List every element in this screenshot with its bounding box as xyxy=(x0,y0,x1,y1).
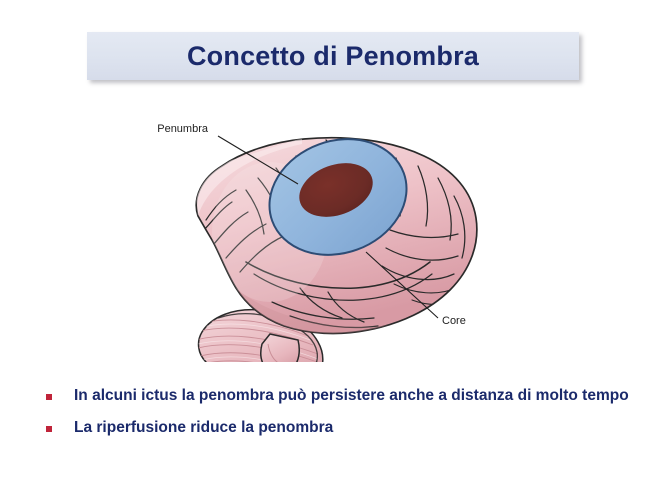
leader-lines xyxy=(217,135,439,319)
penumbra-leader-line xyxy=(217,135,299,185)
brainstem xyxy=(260,333,301,362)
brain-penumbra-illustration: Penumbra Core xyxy=(150,112,530,362)
square-bullet-icon xyxy=(46,425,52,432)
core-label: Core xyxy=(442,315,466,327)
list-item: La riperfusione riduce la penombra xyxy=(46,418,646,438)
title-banner: Concetto di Penombra xyxy=(87,32,579,80)
bullet-text: In alcuni ictus la penombra può persiste… xyxy=(74,387,629,404)
core-leader-line xyxy=(365,251,439,319)
bullet-list: In alcuni ictus la penombra può persiste… xyxy=(46,386,646,450)
list-item: In alcuni ictus la penombra può persiste… xyxy=(46,386,646,406)
square-bullet-icon xyxy=(46,394,52,400)
penumbra-label: Penumbra xyxy=(157,123,209,135)
bullet-text: La riperfusione riduce la penombra xyxy=(74,418,334,436)
core-region xyxy=(299,163,373,217)
page-title: Concetto di Penombra xyxy=(186,40,480,71)
